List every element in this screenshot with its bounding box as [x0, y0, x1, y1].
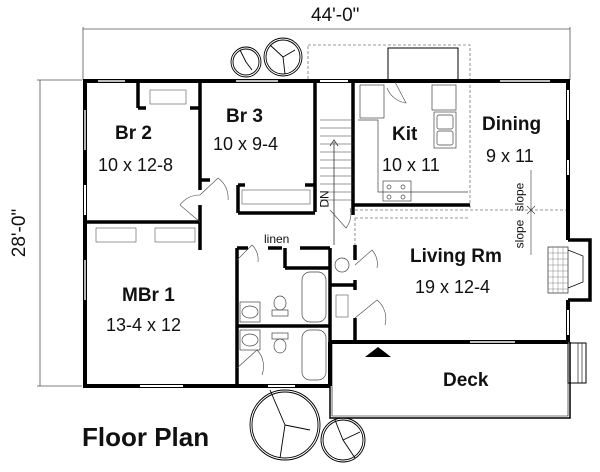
room-br3-size: 10 x 9-4: [213, 134, 279, 154]
dimension-lines: [37, 27, 571, 387]
slope-label-a: slope: [512, 219, 527, 249]
room-dining-size: 9 x 11: [486, 146, 534, 166]
room-living-name: Living Rm: [410, 246, 502, 267]
room-br2-size: 10 x 12-8: [98, 155, 174, 175]
bath-fixtures: [239, 257, 350, 381]
deck: [329, 342, 587, 419]
room-br2-name: Br 2: [115, 123, 152, 144]
trees: [230, 37, 366, 463]
closet-hatching: [95, 89, 349, 318]
entry-arrow: [365, 347, 391, 357]
stairs: [320, 119, 353, 245]
room-kit-name: Kit: [392, 124, 418, 145]
kitchen-fixtures: [358, 47, 468, 202]
plan-title: Floor Plan: [82, 422, 210, 452]
room-deck-name: Deck: [443, 370, 489, 391]
width-dimension: 44'-0": [311, 5, 360, 26]
fireplace: [547, 238, 592, 302]
slope-lines: [526, 170, 536, 255]
depth-dimension: 28'-0": [9, 208, 30, 258]
room-br3-name: Br 3: [226, 106, 263, 127]
window-sills: [83, 79, 550, 344]
windows: [84, 80, 569, 387]
door-swings: [179, 81, 407, 376]
slope-label-b: slope: [512, 182, 527, 212]
room-mbr1-name: MBr 1: [122, 285, 175, 306]
linen-label: linen: [264, 232, 290, 246]
room-mbr1-size: 13-4 x 12: [106, 315, 182, 335]
room-living-size: 19 x 12-4: [415, 277, 491, 297]
room-dining-name: Dining: [482, 114, 542, 135]
room-kit-size: 10 x 11: [382, 155, 440, 175]
stairs-down-label: DN: [317, 190, 332, 208]
